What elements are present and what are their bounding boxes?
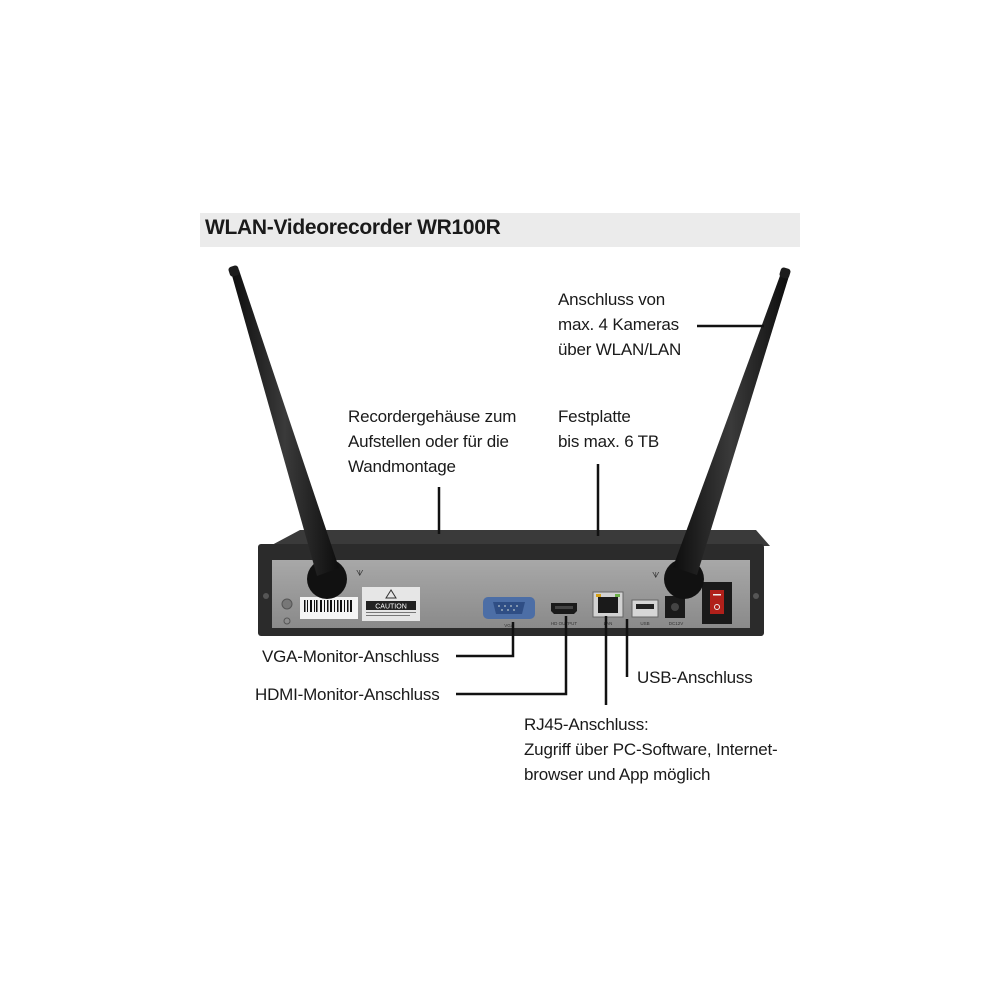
title-bar xyxy=(200,213,800,247)
label-hdd-line2: bis max. 6 TB xyxy=(558,432,660,451)
wifi-mark-left: ᗐ xyxy=(356,569,364,578)
usb-port-text: USB xyxy=(640,621,649,626)
label-hdd: Festplatte bis max. 6 TB xyxy=(558,404,659,454)
label-cameras-line1: Anschluss von xyxy=(558,290,666,309)
label-rj45-line1: RJ45-Anschluss: xyxy=(524,715,649,734)
leader-vga xyxy=(456,622,515,658)
screw-left xyxy=(263,593,269,599)
vga-port: VGA xyxy=(483,597,535,628)
caution-text: CAUTION xyxy=(375,604,407,611)
lan-port-text: LAN xyxy=(604,621,613,626)
hdmi-port: HD OUTPUT xyxy=(551,603,577,626)
label-hdd-line1: Festplatte xyxy=(558,407,631,426)
label-housing: Recordergehäuse zum Aufstellen oder für … xyxy=(348,404,516,479)
housing-top xyxy=(270,530,770,546)
leader-hdmi xyxy=(456,616,568,696)
barcode-label xyxy=(300,597,358,619)
wifi-mark-right: ᗐ xyxy=(652,571,660,580)
screw-right xyxy=(753,593,759,599)
left-antenna xyxy=(228,265,347,599)
right-antenna xyxy=(664,267,791,599)
label-rj45: RJ45-Anschluss: Zugriff über PC-Software… xyxy=(524,712,778,787)
rj45-port: LAN xyxy=(592,591,624,626)
label-housing-line1: Recordergehäuse zum xyxy=(348,407,517,426)
label-cameras: Anschluss von max. 4 Kameras über WLAN/L… xyxy=(558,287,681,362)
label-housing-line2: Aufstellen oder für die xyxy=(348,432,509,451)
label-cameras-line2: max. 4 Kameras xyxy=(558,315,679,334)
label-cameras-line3: über WLAN/LAN xyxy=(558,340,682,359)
dc-power-port: DC12V xyxy=(665,596,685,626)
page-title: WLAN-Videorecorder WR100R xyxy=(205,216,501,239)
label-hdmi: HDMI-Monitor-Anschluss xyxy=(255,685,440,704)
label-usb: USB-Anschluss xyxy=(637,668,753,687)
caution-label: CAUTION xyxy=(362,587,420,621)
label-housing-line3: Wandmontage xyxy=(348,457,456,476)
label-vga: VGA-Monitor-Anschluss xyxy=(262,647,440,666)
power-switch xyxy=(702,582,732,624)
dc-port-text: DC12V xyxy=(669,621,684,626)
ground-icon xyxy=(283,617,291,625)
vga-port-text: VGA xyxy=(504,623,514,628)
hdmi-port-text: HD OUTPUT xyxy=(551,621,577,626)
usb-port: USB xyxy=(631,599,659,626)
label-rj45-line2: Zugriff über PC-Software, Internet- xyxy=(524,740,778,759)
ground-screw xyxy=(281,598,293,610)
label-rj45-line3: browser und App möglich xyxy=(524,765,711,784)
